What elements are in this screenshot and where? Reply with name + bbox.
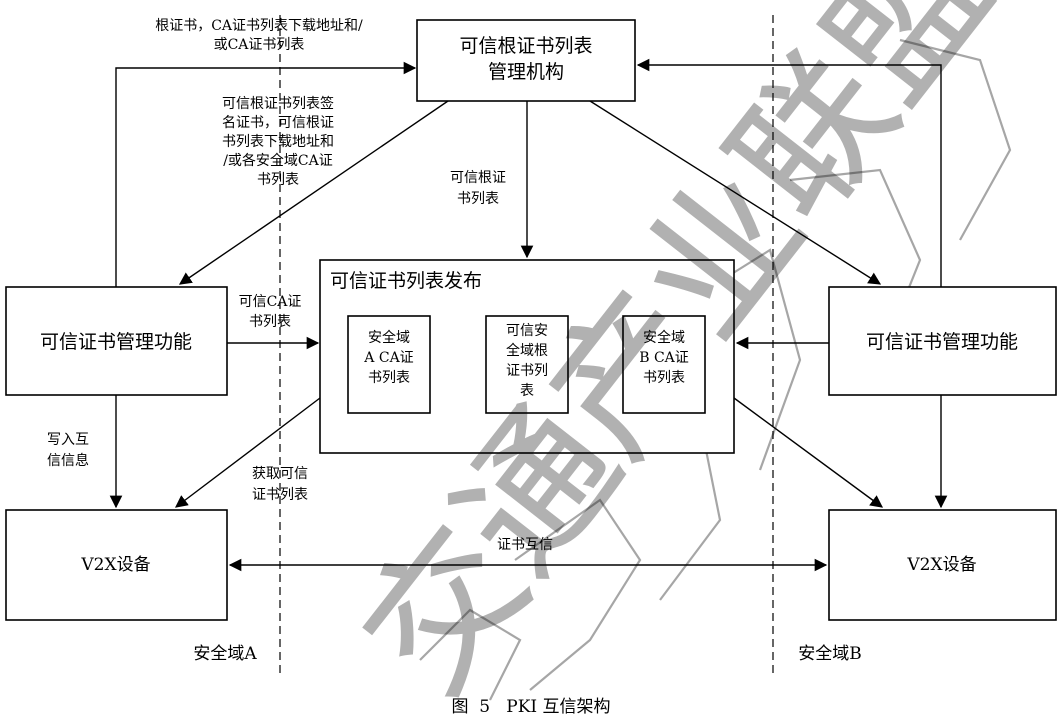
text-line: 可信安 (506, 323, 548, 339)
edge-label-write-info: 写入互信信息 (47, 432, 89, 469)
mgmt-a-box (5, 286, 228, 396)
v2x-b-box (828, 509, 1057, 621)
text-line: 可信证书管理功能 (866, 331, 1018, 353)
text-line: /或各安全域CA证 (223, 152, 333, 169)
text-line: 书列表 (457, 191, 499, 207)
text-line: 证书列 (506, 363, 548, 379)
domain-a-label: 安全域A (193, 644, 257, 664)
text-line: 获取可信 (252, 466, 308, 482)
mgmt-b-box (828, 286, 1057, 396)
edge-label-mutual: 证书互信 (497, 537, 553, 553)
text-line: 安全域 (368, 329, 410, 346)
arrow-publish-to-v2x-a (174, 397, 321, 508)
text-line: 书列表 (643, 370, 685, 386)
list-a-box (347, 315, 431, 414)
text-line: B CA证 (639, 350, 689, 366)
text-line: 安全域 (643, 329, 685, 346)
text-line: 可信证书列表发布 (330, 270, 482, 292)
arrow-root-to-mgmt-a (178, 100, 449, 285)
edge-label-root-cert: 根证书，CA证书列表下载地址和/或CA证书列表 (155, 18, 363, 53)
domain-b-label: 安全域B (798, 644, 862, 664)
text-line: 信信息 (47, 452, 89, 469)
mgmt-b-label: 可信证书管理功能 (866, 331, 1018, 353)
text-line: V2X设备 (906, 555, 976, 575)
arrow-publish-to-v2x-b (733, 397, 884, 508)
edge-label-ca-list: 可信CA证书列表 (239, 294, 302, 330)
figure-caption: 图 5 PKI 互信架构 (451, 697, 610, 717)
text-line: 可信根证书列表 (459, 35, 592, 57)
root-mgmt-label: 可信根证书列表管理机构 (459, 35, 592, 83)
root-mgmt-box (416, 19, 636, 102)
list-b-label: 安全域 B CA证书列表 (639, 329, 689, 386)
text-line: 可信根证 (450, 170, 506, 186)
text-line: V2X设备 (80, 555, 150, 575)
list-b-box (622, 315, 706, 414)
text-line: 书列表 (368, 370, 410, 386)
edge-label-signed-cert: 可信根证书列表签名证书，可信根证书列表下载地址和/或各安全域CA证书列表 (222, 95, 334, 188)
list-a-label: 安全域 A CA证书列表 (363, 329, 413, 386)
arrow-mgmt-b-to-root (636, 58, 942, 287)
text-line: A CA证 (363, 350, 413, 366)
text-line: 书列表下载地址和 (222, 134, 334, 150)
publish-title: 可信证书列表发布 (330, 270, 482, 292)
list-root-label: 可信安全域根证书列表 (506, 323, 548, 399)
text-line: 可信根证书列表签 (222, 95, 334, 112)
mgmt-a-label: 可信证书管理功能 (40, 331, 192, 353)
v2x-b-label: V2X设备 (906, 555, 976, 575)
text-line: 书列表 (257, 172, 299, 188)
arrow-mgmt-a-to-root (115, 61, 417, 287)
text-line: 证书列表 (252, 487, 308, 503)
text-line: 根证书，CA证书列表下载地址和/ (155, 18, 363, 34)
text-line: 或CA证书列表 (214, 37, 305, 53)
v2x-a-label: V2X设备 (80, 555, 150, 575)
text-line: 写入互 (47, 432, 89, 448)
edge-label-root-list: 可信根证书列表 (450, 170, 506, 207)
text-line: 全域根 (506, 342, 548, 359)
text-line: 证书互信 (497, 537, 553, 553)
text-line: 管理机构 (488, 61, 564, 83)
text-line: 表 (520, 383, 534, 399)
list-root-box (485, 315, 569, 414)
text-line: 可信CA证 (239, 294, 302, 310)
text-line: 名证书，可信根证 (222, 115, 334, 131)
arrow-root-to-mgmt-b (589, 100, 882, 285)
edge-label-fetch: 获取可信证书列表 (252, 466, 308, 503)
text-line: 书列表 (249, 314, 291, 330)
v2x-a-box (5, 509, 228, 621)
text-line: 可信证书管理功能 (40, 331, 192, 353)
